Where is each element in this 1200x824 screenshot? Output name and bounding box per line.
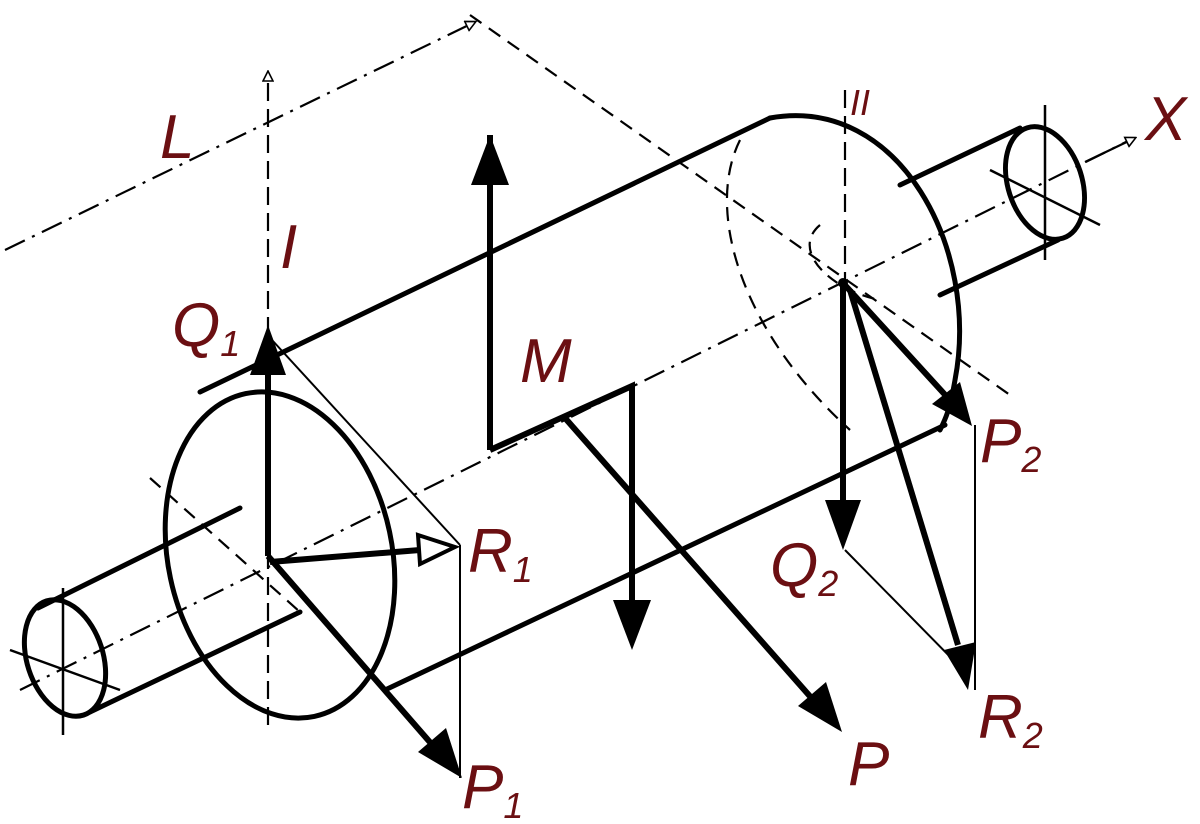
plane-1-label: I bbox=[280, 213, 297, 282]
x-axis-arrow bbox=[1084, 138, 1135, 163]
p2-arrowhead bbox=[932, 382, 972, 426]
r2-vector bbox=[847, 289, 961, 646]
left-flange bbox=[162, 389, 398, 721]
hidden-disk-contour bbox=[725, 139, 851, 431]
x-axis-label: X bbox=[1143, 85, 1189, 154]
shaft-axis-line bbox=[19, 139, 1131, 691]
left-journal-bottom-edge bbox=[87, 609, 303, 715]
r1-vector bbox=[269, 547, 421, 565]
p2-vector bbox=[840, 280, 951, 401]
bearing-1-axis-line bbox=[149, 477, 301, 613]
length-dimension-line bbox=[4, 22, 475, 251]
q2-arrowhead bbox=[825, 500, 861, 550]
shaft-body bbox=[21, 113, 1087, 721]
r1-label: R1 bbox=[468, 517, 533, 590]
center-marks bbox=[9, 105, 1101, 735]
hidden-bearing-2-contour bbox=[808, 224, 881, 302]
q1-arrowhead bbox=[250, 325, 286, 375]
q2-label: Q2 bbox=[770, 531, 838, 604]
p2-label: P2 bbox=[980, 407, 1041, 480]
p1-arrowhead bbox=[418, 728, 462, 778]
right-journal-end bbox=[1003, 124, 1087, 242]
moment-label: M bbox=[520, 327, 572, 396]
main-body-top-edge bbox=[197, 115, 773, 395]
p1-vector bbox=[265, 554, 438, 750]
force-vectors bbox=[265, 280, 961, 750]
right-journal-bottom-edge bbox=[937, 237, 1061, 298]
diagonal-guide-line bbox=[469, 14, 1011, 396]
p-arrowhead bbox=[798, 682, 842, 732]
left-journal-top-edge bbox=[35, 505, 243, 611]
right-journal-top-edge bbox=[897, 125, 1023, 188]
main-body-bottom-edge bbox=[382, 422, 948, 693]
p1-label: P1 bbox=[462, 753, 523, 824]
p-vector bbox=[562, 416, 818, 704]
load-label: P bbox=[848, 730, 889, 799]
moment-arrowhead-down bbox=[613, 600, 651, 650]
r1-arrowhead bbox=[415, 532, 461, 568]
length-label: L bbox=[160, 103, 194, 172]
r2-arrowhead bbox=[944, 642, 976, 690]
moment-arrowhead-up bbox=[471, 135, 509, 185]
plane-2-label: II bbox=[850, 82, 870, 123]
force-construction bbox=[271, 339, 976, 778]
q2-origin-point bbox=[838, 278, 848, 288]
r2-label: R2 bbox=[978, 683, 1043, 756]
force-arrowheads bbox=[250, 325, 976, 778]
left-journal-end bbox=[21, 597, 109, 719]
q1-label: Q1 bbox=[172, 291, 240, 364]
